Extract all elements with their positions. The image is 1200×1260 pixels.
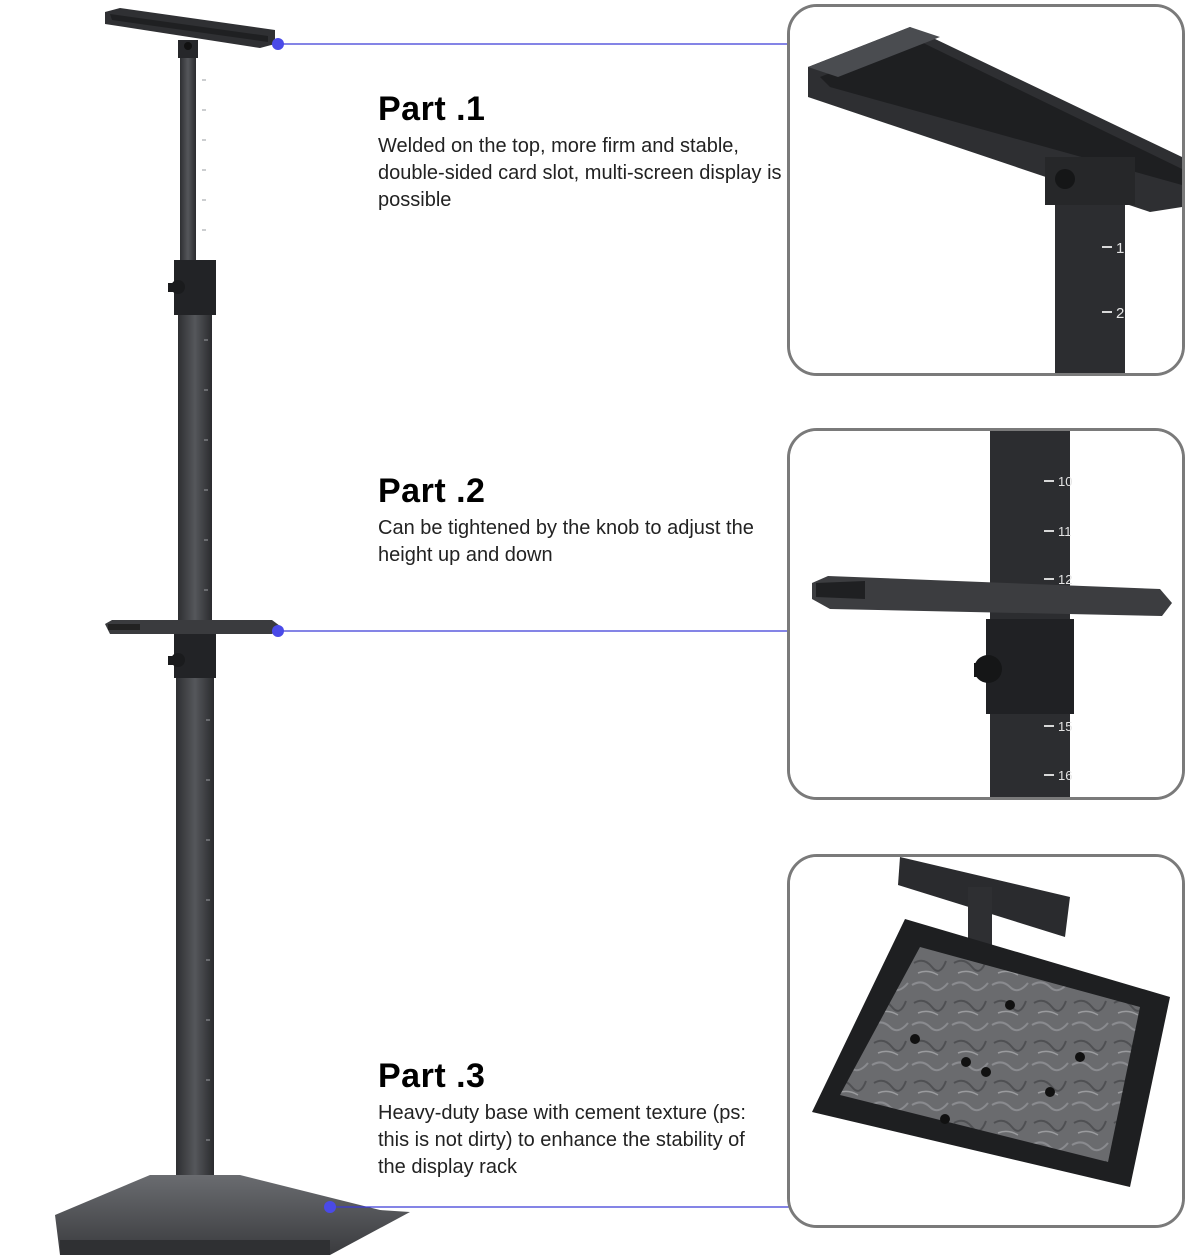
part3-title: Part .3 xyxy=(378,1057,486,1095)
zoom-frame-part2: 10 11 12 15 16 xyxy=(787,428,1185,800)
zoom2-scale-label-10: 10 xyxy=(1058,474,1072,489)
callout-dot-part2 xyxy=(272,625,284,637)
top-tray xyxy=(105,8,275,58)
lower-pole xyxy=(176,678,214,1178)
middle-pole xyxy=(178,315,212,635)
stand-base xyxy=(55,1175,410,1255)
callout-dot-part3 xyxy=(324,1201,336,1213)
zoom-part3-image xyxy=(790,857,1182,1225)
zoom1-scale-label-2: 2 xyxy=(1116,305,1124,322)
stand-product-image xyxy=(55,8,410,1255)
part2-description: Can be tightened by the knob to adjust t… xyxy=(378,517,754,566)
zoom-frame-part3 xyxy=(787,854,1185,1228)
part1-title: Part .1 xyxy=(378,90,486,128)
zoom2-scale-label-16: 16 xyxy=(1058,768,1072,783)
middle-tray xyxy=(105,620,280,634)
zoom-frame-part1: 1 2 xyxy=(787,4,1185,376)
pole-scale-ticks xyxy=(202,79,210,1141)
middle-knob-collar xyxy=(168,634,216,678)
zoom1-scale-label-1: 1 xyxy=(1116,240,1124,257)
upper-knob-collar xyxy=(168,260,216,315)
part3-text-block: Part .3 Heavy-duty base with cement text… xyxy=(378,1057,758,1181)
zoom2-scale-label-12: 12 xyxy=(1058,572,1072,587)
upper-pole xyxy=(180,58,196,263)
zoom2-scale-label-15: 15 xyxy=(1058,719,1072,734)
zoom2-scale-label-11: 11 xyxy=(1058,524,1072,539)
part2-text-block: Part .2 Can be tightened by the knob to … xyxy=(378,472,778,569)
part1-text-block: Part .1 Welded on the top, more firm and… xyxy=(378,90,788,214)
callout-dot-part1 xyxy=(272,38,284,50)
zoom-part2-image: 10 11 12 15 16 xyxy=(790,431,1182,797)
part2-title: Part .2 xyxy=(378,472,486,510)
part3-description: Heavy-duty base with cement texture (ps:… xyxy=(378,1102,746,1178)
part1-description: Welded on the top, more firm and stable,… xyxy=(378,135,782,211)
zoom-part1-image: 1 2 xyxy=(790,7,1182,373)
